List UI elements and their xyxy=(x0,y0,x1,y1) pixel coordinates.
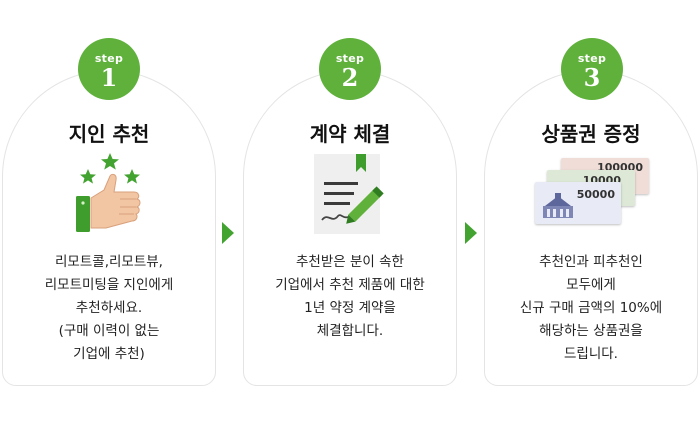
voucher-amount: 50000 xyxy=(576,188,615,201)
step-label: step xyxy=(94,52,124,65)
step-number: 2 xyxy=(341,63,359,92)
description-line: 드립니다. xyxy=(564,346,618,362)
step-card-3 xyxy=(484,70,698,386)
step-badge-2: step 2 xyxy=(319,38,381,100)
thumbs-up-stars-icon xyxy=(76,153,141,232)
voucher-50000: 50000 xyxy=(535,182,621,224)
step-title-1: 지인 추천 xyxy=(68,122,150,146)
description-line: 신규 구매 금액의 10%에 xyxy=(519,300,663,316)
gift-voucher-icon: 100000 10000 50000 xyxy=(533,156,653,228)
description-line: (구매 이력이 없는 xyxy=(58,323,160,339)
step-badge-1: step 1 xyxy=(78,38,140,100)
description-line: 추천하세요. xyxy=(75,300,143,316)
description-line: 추천인과 피추천인 xyxy=(539,254,643,270)
step-description-1: 리모트콜,리모트뷰, 리모트미팅을 지인에게 추천하세요. (구매 이력이 없는… xyxy=(2,251,216,366)
description-line: 리모트콜,리모트뷰, xyxy=(55,254,163,270)
step-card-1 xyxy=(2,70,216,386)
description-line: 기업에 추천) xyxy=(73,346,145,362)
description-line: 체결합니다. xyxy=(316,323,384,339)
step-label: step xyxy=(335,52,365,65)
description-line: 리모트미팅을 지인에게 xyxy=(44,277,174,293)
step-number: 1 xyxy=(100,63,118,92)
step-description-2: 추천받은 분이 속한 기업에서 추천 제품에 대한 1년 약정 계약을 체결합니… xyxy=(243,251,457,343)
chevron-right-icon xyxy=(465,222,477,244)
description-line: 기업에서 추천 제품에 대한 xyxy=(275,277,425,293)
step-label: step xyxy=(577,52,607,65)
description-line: 1년 약정 계약을 xyxy=(304,300,396,316)
description-line: 해당하는 상품권을 xyxy=(539,323,643,339)
step-number: 3 xyxy=(583,63,601,92)
step-title-3: 상품권 증정 xyxy=(541,122,641,146)
step-title-2: 계약 체결 xyxy=(309,122,391,146)
description-line: 모두에게 xyxy=(566,277,616,293)
step-card-2 xyxy=(243,70,457,386)
step-description-3: 추천인과 피추천인 모두에게 신규 구매 금액의 10%에 해당하는 상품권을 … xyxy=(484,251,698,366)
step-badge-3: step 3 xyxy=(561,38,623,100)
description-line: 추천받은 분이 속한 xyxy=(296,254,404,270)
chevron-right-icon xyxy=(222,222,234,244)
contract-pen-icon xyxy=(314,154,384,234)
